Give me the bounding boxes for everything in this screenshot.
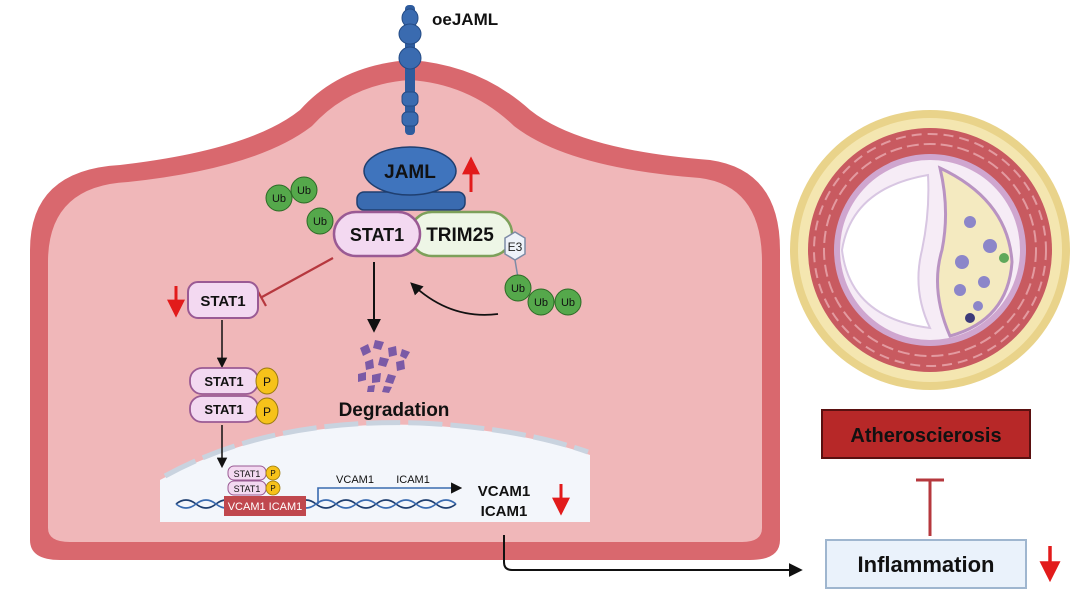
degradation-label: Degradation [339,400,450,421]
ub-label-6: Ub [561,297,575,309]
trim25-label: TRIM25 [426,225,494,246]
ubiquitin-group-right: Ub Ub Ub [504,259,582,316]
ub-label-3: Ub [313,216,327,228]
jaml-protein: JAML [356,146,466,211]
stat1-dimer-a-label: STAT1 [204,374,243,389]
ub-label-1: Ub [272,193,286,205]
out-icam1-label: ICAM1 [481,503,528,520]
stat1-free-protein: STAT1 [187,281,259,319]
jaml-label: JAML [384,162,436,183]
dna-phospho-a: P [270,469,275,478]
to-inflammation-arrow [503,535,803,577]
dna-stat1-a-label: STAT1 [234,469,261,479]
stat1-dimer-b-label: STAT1 [204,402,243,417]
atherosclerosis-label: Atheroscierosis [850,425,1001,447]
e3-label: E3 [508,240,523,254]
stat1-complex-label: STAT1 [350,225,404,245]
dna-promoter-label: VCAM1 ICAM1 [228,501,303,513]
ubiquitination-arrow [410,282,499,316]
ub-label-5: Ub [534,297,548,309]
e3-ligase: E3 [504,231,526,261]
ub-label-2: Ub [297,185,311,197]
transcription-arrow [317,482,463,504]
cell [30,60,780,560]
jaml-receptor [398,5,422,135]
dna-promoter: VCAM1 ICAM1 STAT1 STAT1 P P [224,465,306,516]
dna-phospho-b: P [270,484,275,493]
phospho-label-2: P [263,405,271,419]
trim25-protein: TRIM25 [408,210,514,258]
dna-stat1-b-label: STAT1 [234,484,261,494]
stat1-free-label: STAT1 [200,293,245,310]
ub-label-4: Ub [511,283,525,295]
inflammation-box: Inflammation [825,539,1027,589]
artery-cross-section-icon [790,110,1070,390]
stat1-phospho-dimer: STAT1 STAT1 P P [189,367,279,425]
dna-helix [175,499,457,509]
cell-cytoplasm [48,80,762,542]
degradation-fragments [358,340,410,393]
out-vcam1-label: VCAM1 [478,483,531,500]
inflammation-label: Inflammation [858,552,995,577]
inhibit-bar-icon [916,478,944,536]
stat1-complex-protein: STAT1 [332,210,422,258]
oejaml-label: oeJAML [432,10,498,29]
transcript-icam1-label: ICAM1 [396,474,430,486]
transcript-vcam1-label: VCAM1 [336,474,374,486]
atherosclerosis-box: Atheroscierosis [821,409,1031,459]
ubiquitin-group-top: Ub Ub Ub [265,176,334,235]
phospho-label-1: P [263,375,271,389]
